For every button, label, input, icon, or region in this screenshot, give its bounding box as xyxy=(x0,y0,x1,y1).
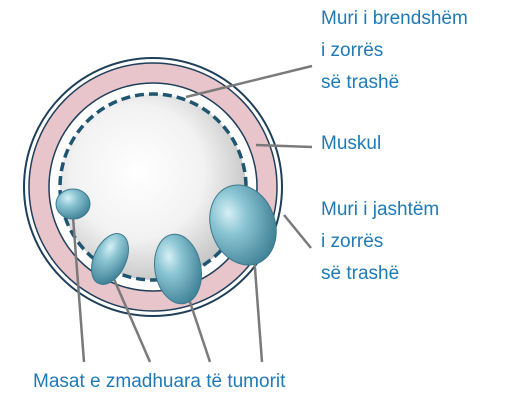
outer-wall-label-line-1: Muri i jashtëm xyxy=(321,194,439,226)
outer-wall-label-line-2: i zorrës xyxy=(321,226,439,258)
outer-wall-label: Muri i jashtëm i zorrës së trashë xyxy=(321,194,439,290)
tumor-masses-label: Masat e zmadhuara të tumorit xyxy=(33,368,285,396)
inner-wall-label-line-1: Muri i brendshëm xyxy=(321,3,468,35)
inner-wall-label-line-3: së trashë xyxy=(321,67,468,99)
inner-wall-label-line-2: i zorrës xyxy=(321,35,468,67)
tumor-mass-1 xyxy=(56,189,90,219)
muscle-label: Muskul xyxy=(321,128,381,160)
leader-line-tumor-4 xyxy=(254,255,262,362)
outer-wall-label-line-3: së trashë xyxy=(321,258,439,290)
leader-line-outer-wall xyxy=(284,215,311,248)
inner-wall-label: Muri i brendshëm i zorrës së trashë xyxy=(321,3,468,99)
